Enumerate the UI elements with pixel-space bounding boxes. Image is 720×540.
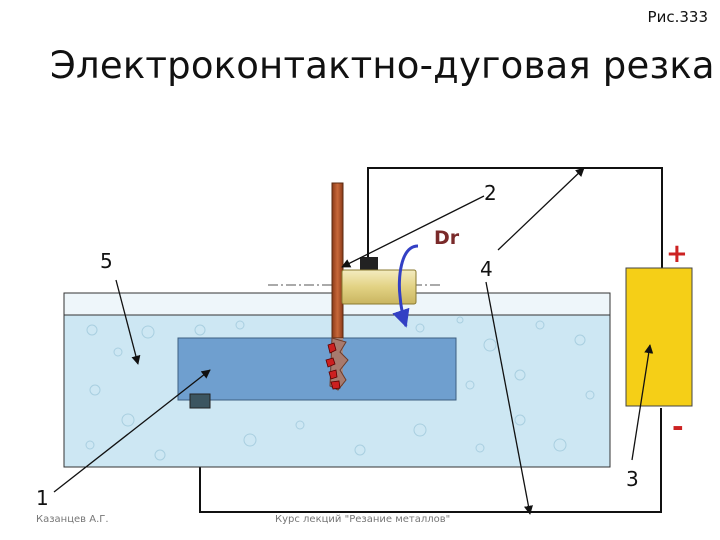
label-1: 1 <box>36 486 49 510</box>
label-2: 2 <box>484 181 497 205</box>
rotation-label: Dr <box>434 227 460 249</box>
arc-sparks <box>325 342 341 390</box>
label-4: 4 <box>480 257 493 281</box>
leader-arrows <box>53 167 654 515</box>
minus-sign: - <box>672 410 684 443</box>
rotation-arrow <box>392 244 419 328</box>
power-source <box>625 267 693 407</box>
workpiece-contact <box>189 393 211 409</box>
page-title: Электроконтактно-дуговая резка <box>50 44 715 87</box>
holder-clamp <box>360 257 378 271</box>
electrode-holder <box>341 269 417 305</box>
label-3: 3 <box>626 467 639 491</box>
footer-course: Курс лекций "Резание металлов" <box>275 514 450 525</box>
electrode-disk <box>331 182 344 339</box>
figure-label: Рис.333 <box>647 8 708 26</box>
workpiece <box>177 337 457 401</box>
label-5: 5 <box>100 249 113 273</box>
water-bubbles <box>85 316 595 461</box>
footer-author: Казанцев А.Г. <box>36 514 109 525</box>
plus-sign: + <box>666 239 688 269</box>
